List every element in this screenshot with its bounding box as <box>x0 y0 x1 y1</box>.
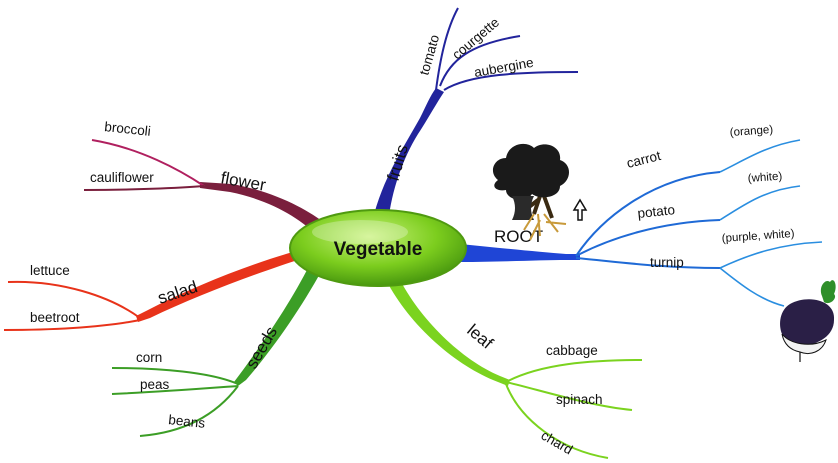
leaf-label-corn: corn <box>136 350 162 365</box>
branch-label-leaf: leaf <box>463 321 496 353</box>
turnip-icon <box>780 280 836 362</box>
branch-label-seeds: seeds <box>242 323 281 372</box>
leaf-label-spinach: spinach <box>556 392 603 407</box>
branch-salad: salad lettuce beetroot <box>4 250 304 330</box>
leaf-label-chard: chard <box>539 428 576 458</box>
leaf-label-courgette: courgette <box>449 15 502 63</box>
leaf-label-peas: peas <box>140 377 170 392</box>
leaf-label-beetroot: beetroot <box>30 310 80 325</box>
leaf-label-cauliflower: cauliflower <box>90 170 154 185</box>
root-note-orange: (orange) <box>729 124 773 139</box>
branch-label-fruits: fruits <box>384 142 412 183</box>
root-item-potato: potato <box>637 202 676 221</box>
root-item-carrot: carrot <box>625 148 662 171</box>
leaf-label-cabbage: cabbage <box>546 343 598 358</box>
root-note-purple-white: (purple, white) <box>721 228 795 245</box>
branch-seeds: seeds corn peas beans <box>112 264 322 436</box>
leaf-label-broccoli: broccoli <box>104 119 152 139</box>
branch-leaf: leaf cabbage spinach chard <box>386 276 642 458</box>
root-item-turnip: turnip <box>650 255 684 270</box>
leaf-label-lettuce: lettuce <box>30 263 70 278</box>
root-note-white: (white) <box>747 171 782 185</box>
center-node: Vegetable <box>290 210 466 286</box>
leaf-label-beans: beans <box>168 412 206 431</box>
tree-with-roots-icon <box>493 144 586 240</box>
leaf-label-aubergine: aubergine <box>473 55 535 80</box>
center-node-label: Vegetable <box>334 239 423 260</box>
branch-flower: flower broccoli cauliflower <box>84 119 326 238</box>
